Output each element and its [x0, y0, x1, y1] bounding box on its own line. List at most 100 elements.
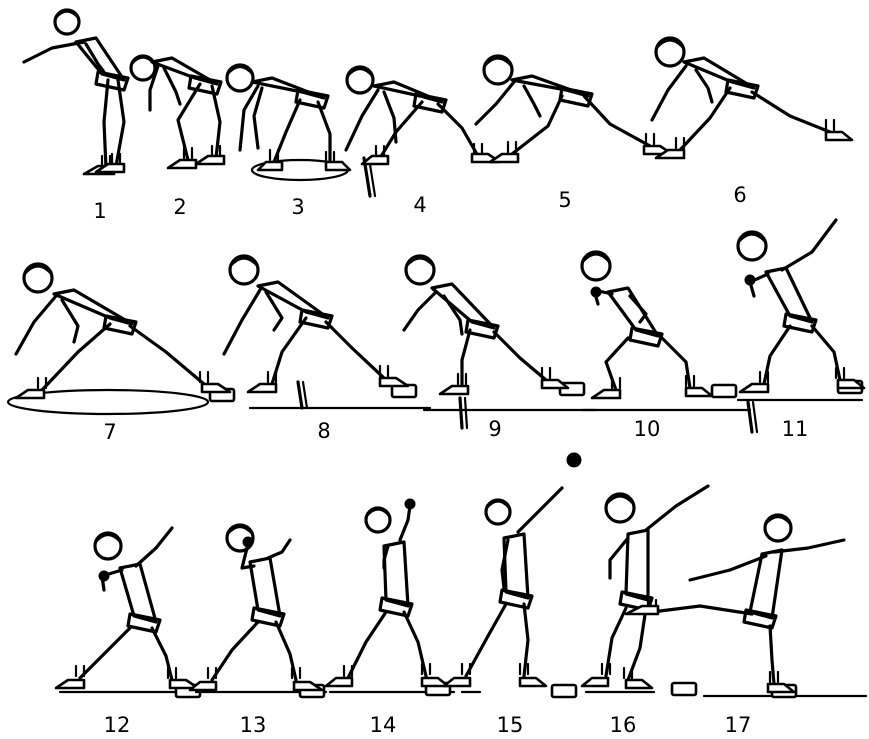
arm	[774, 540, 844, 552]
arm	[16, 296, 56, 354]
arm	[400, 506, 410, 540]
leg	[104, 80, 108, 168]
leg	[652, 606, 752, 614]
circle-marker-line	[753, 402, 757, 432]
figure-label-11: 11	[782, 419, 809, 440]
arm	[690, 556, 766, 580]
torso	[120, 564, 156, 622]
shoe	[440, 386, 468, 394]
shoe	[326, 678, 352, 686]
arm	[404, 292, 436, 330]
athlete-figure-16	[582, 486, 708, 695]
arm	[782, 220, 836, 270]
figure-label-7: 7	[103, 422, 116, 443]
leg	[752, 92, 830, 132]
shoe	[326, 162, 350, 170]
shoe	[520, 678, 546, 686]
leg	[130, 326, 204, 384]
shot-ball	[745, 275, 755, 285]
shot-ball	[99, 571, 109, 581]
arm	[242, 544, 254, 568]
figure-label-1: 1	[93, 201, 106, 222]
stop-board	[672, 683, 696, 695]
shoe	[196, 156, 224, 164]
leg	[606, 338, 628, 390]
athlete-figure-8	[224, 256, 430, 408]
shoe	[56, 680, 84, 688]
athlete-figure-1	[24, 10, 128, 174]
stop-board	[552, 685, 576, 697]
figure-label-4: 4	[413, 195, 426, 216]
shoe	[16, 390, 44, 398]
shoe	[582, 678, 608, 686]
figure-label-3: 3	[291, 197, 304, 218]
head	[738, 232, 766, 260]
arm	[444, 296, 462, 334]
leg	[348, 612, 386, 678]
athlete-figure-13	[190, 525, 326, 697]
leg	[318, 102, 330, 164]
head	[366, 508, 390, 532]
shoe	[294, 682, 322, 690]
leg	[212, 622, 258, 680]
arm	[136, 528, 172, 566]
shoe	[190, 682, 216, 690]
circle-marker-line	[465, 398, 467, 428]
arm	[224, 290, 260, 354]
athlete-figure-17	[626, 515, 866, 697]
shoe	[444, 678, 470, 686]
figure-label-6: 6	[733, 185, 746, 206]
leg	[80, 628, 130, 678]
shot-ball	[567, 453, 581, 467]
arm	[630, 296, 646, 322]
leg	[628, 608, 646, 680]
shoe	[168, 160, 196, 168]
head	[95, 533, 121, 559]
head	[486, 500, 510, 524]
circle-marker	[748, 402, 752, 432]
athlete-figure-9	[404, 256, 596, 428]
torso	[626, 530, 648, 600]
arm	[652, 66, 686, 120]
athlete-figure-6	[652, 38, 852, 158]
figure-label-14: 14	[370, 715, 397, 736]
shot-ball	[243, 537, 253, 547]
arm	[518, 488, 562, 532]
athlete-figure-2	[131, 56, 224, 168]
shoe	[202, 384, 230, 392]
leg	[512, 96, 562, 154]
shoe	[380, 378, 408, 386]
leg	[178, 84, 200, 160]
leg	[438, 104, 478, 156]
figure-label-8: 8	[317, 421, 330, 442]
shoe	[542, 380, 568, 388]
shoe	[490, 154, 518, 162]
leg	[494, 332, 546, 380]
shoe	[592, 390, 620, 398]
figure-label-10: 10	[634, 419, 661, 440]
sock	[646, 134, 654, 144]
arm	[646, 486, 708, 530]
head	[347, 67, 373, 93]
head	[24, 264, 52, 292]
athlete-figure-4	[346, 67, 500, 164]
athlete-figure-14	[326, 499, 454, 695]
figure-label-13: 13	[240, 715, 267, 736]
shot-ball	[405, 499, 415, 509]
shoe	[826, 132, 852, 140]
arm	[476, 82, 514, 124]
athlete-figure-5	[476, 56, 672, 162]
leg	[326, 322, 384, 378]
figure-label-2: 2	[173, 197, 186, 218]
sock	[826, 120, 834, 130]
arm	[524, 86, 540, 116]
head	[484, 56, 512, 84]
head	[131, 56, 155, 80]
arm	[346, 90, 378, 150]
shoe	[740, 384, 768, 392]
athlete-figure-7	[8, 264, 234, 414]
figure-label-16: 16	[610, 715, 637, 736]
shoe	[248, 384, 276, 392]
shot-ball	[591, 287, 601, 297]
